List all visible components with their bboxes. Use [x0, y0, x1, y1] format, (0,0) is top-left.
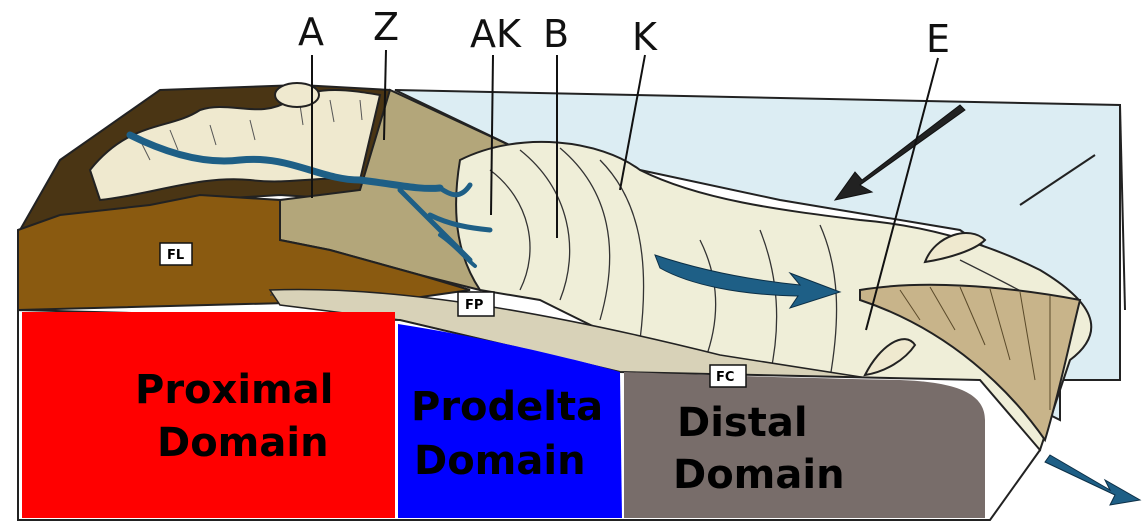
label-z: Z: [373, 5, 399, 49]
distal-domain-line1: Distal: [677, 400, 808, 446]
label-ak: AK: [470, 12, 522, 56]
label-b: B: [543, 12, 569, 56]
proximal-domain-panel: [22, 312, 395, 518]
tag-fc: FC: [716, 370, 734, 385]
outflow-arrow: [1045, 455, 1140, 505]
distal-domain-line2: Domain: [673, 452, 845, 498]
tag-fl: FL: [167, 248, 184, 263]
label-k: K: [632, 15, 658, 59]
proximal-domain-line2: Domain: [157, 420, 329, 466]
label-a: A: [298, 10, 324, 54]
proximal-domain-line1: Proximal: [135, 367, 333, 413]
tag-fp: FP: [465, 298, 483, 313]
prodelta-domain-line1: Prodelta: [411, 384, 603, 430]
label-e: E: [926, 17, 950, 61]
prodelta-domain-line2: Domain: [414, 438, 586, 484]
